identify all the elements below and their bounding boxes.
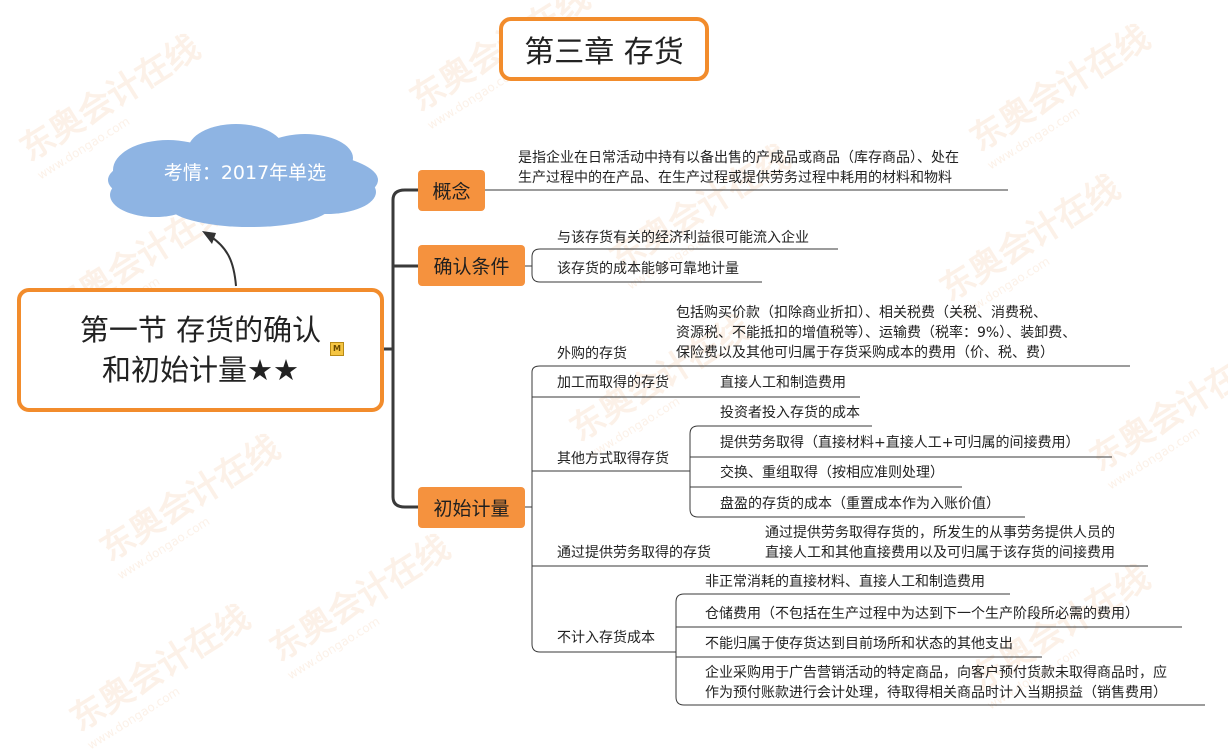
recognition-item: 与该存货有关的经济利益很可能流入企业 bbox=[557, 230, 809, 246]
root-topic-line1: 第一节 存货的确认 bbox=[79, 313, 322, 347]
root-topic-line2: 和初始计量★★ bbox=[102, 353, 299, 387]
recognition-item: 该存货的成本能够可靠地计量 bbox=[557, 261, 739, 277]
purchased-text-line1: 包括购买价款（扣除商业折扣）、相关税费（关税、消费税、 bbox=[676, 305, 1047, 321]
excluded-label: 不计入存货成本 bbox=[557, 630, 655, 646]
topic-concept-label: 概念 bbox=[432, 181, 471, 203]
excluded-item: 仓储费用（不包括在生产过程中为达到下一个生产阶段所必需的费用） bbox=[705, 606, 1139, 622]
other-item: 交换、重组取得（按相应准则处理） bbox=[720, 465, 944, 481]
excluded-last-line1: 企业采购用于广告营销活动的特定商品，向客户预付货款未取得商品时，应 bbox=[705, 665, 1167, 681]
excluded-last-line2: 作为预付账款进行会计处理，待取得相关商品时计入当期损益（销售费用） bbox=[705, 685, 1167, 701]
other-label: 其他方式取得存货 bbox=[557, 451, 669, 467]
excluded-item: 非正常消耗的直接材料、直接人工和制造费用 bbox=[705, 574, 985, 590]
other-item: 盘盈的存货的成本（重置成本作为入账价值） bbox=[720, 496, 1000, 512]
topic-initial-measurement-label: 初始计量 bbox=[433, 498, 510, 520]
topic-concept[interactable]: 概念 bbox=[418, 170, 485, 211]
topic-recognition-label: 确认条件 bbox=[433, 256, 510, 278]
concept-text-line2: 生产过程中的在产品、在生产过程或提供劳务过程中耗用的材料和物料 bbox=[518, 170, 952, 186]
service-label: 通过提供劳务取得的存货 bbox=[557, 545, 711, 561]
connector-lines bbox=[108, 124, 1205, 706]
processed-label: 加工而取得的存货 bbox=[557, 375, 669, 391]
concept-text-line1: 是指企业在日常活动中持有以备出售的产成品或商品（库存商品）、处在 bbox=[518, 150, 959, 166]
purchased-text-line2: 资源税、不能抵扣的增值税等）、运输费（税率：9%）、装卸费、 bbox=[676, 325, 1077, 341]
service-text-line1: 通过提供劳务取得存货的，所发生的从事劳务提供人员的 bbox=[765, 525, 1115, 541]
other-item: 投资者投入存货的成本 bbox=[720, 405, 860, 421]
other-item: 提供劳务取得（直接材料+直接人工+可归属的间接费用） bbox=[720, 435, 1080, 451]
service-text-line2: 直接人工和其他直接费用以及可归属于该存货的间接费用 bbox=[765, 545, 1115, 561]
memo-icon[interactable]: M bbox=[330, 342, 344, 356]
purchased-text-line3: 保险费以及其他可归属于存货采购成本的费用（价、税、费） bbox=[676, 345, 1054, 361]
topic-recognition[interactable]: 确认条件 bbox=[418, 245, 525, 286]
chapter-title: 第三章 存货 bbox=[499, 17, 709, 81]
processed-text: 直接人工和制造费用 bbox=[720, 375, 846, 391]
purchased-label: 外购的存货 bbox=[557, 346, 627, 362]
topic-initial-measurement[interactable]: 初始计量 bbox=[418, 487, 525, 528]
excluded-item: 不能归属于使存货达到目前场所和状态的其他支出 bbox=[705, 636, 1013, 652]
cloud-shape bbox=[108, 124, 378, 227]
root-topic[interactable]: 第一节 存货的确认 和初始计量★★ bbox=[17, 288, 384, 412]
exam-note: 考情：2017年单选 bbox=[163, 162, 327, 184]
